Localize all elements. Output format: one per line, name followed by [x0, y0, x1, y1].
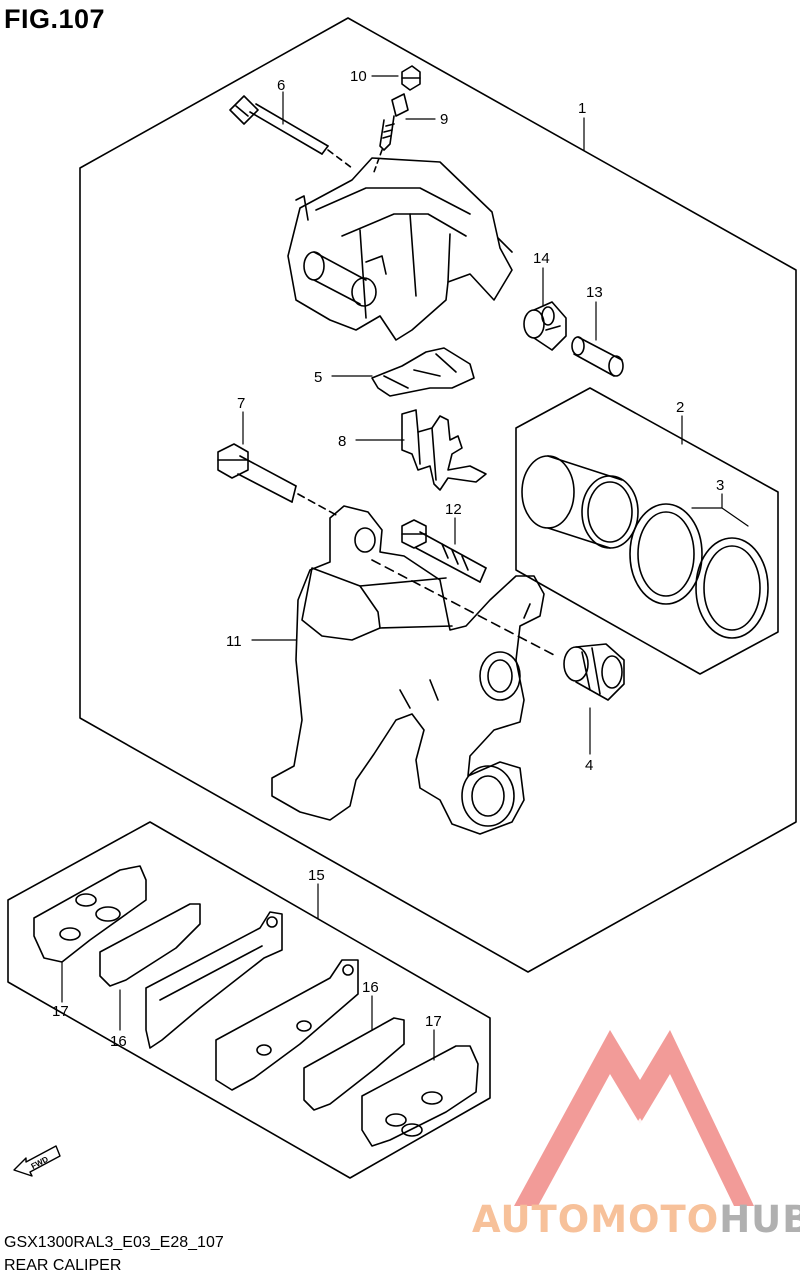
- piston-group-frame: [515, 387, 779, 675]
- callout-17-right: 17: [425, 1013, 442, 1030]
- callout-6: 6: [277, 77, 285, 94]
- callout-1: 1: [578, 100, 586, 117]
- watermark-part2: HUB: [719, 1198, 800, 1241]
- fwd-arrow-icon: FWD: [13, 1145, 61, 1177]
- leader-lines: [61, 75, 749, 1061]
- shim-inner-right: [303, 1017, 405, 1111]
- shim-inner-left: [99, 903, 201, 987]
- callout-8: 8: [338, 433, 346, 450]
- figure-title: FIG.107: [4, 4, 106, 34]
- watermark-text: AUTOMOTOHUB: [472, 1198, 800, 1241]
- pin-boot-upper: [523, 301, 567, 351]
- callout-16-right: 16: [362, 979, 379, 996]
- caliper-body: [287, 157, 513, 341]
- pad-retainer: [401, 409, 487, 491]
- pad-left: [145, 911, 283, 1049]
- pin-bolt: [229, 95, 353, 169]
- callout-10: 10: [350, 68, 367, 85]
- callout-9: 9: [440, 111, 448, 128]
- callout-4: 4: [585, 757, 593, 774]
- pad-right: [215, 959, 359, 1091]
- callout-2: 2: [676, 399, 684, 416]
- bracket-bolt: [401, 519, 487, 583]
- callout-17-left: 17: [52, 1003, 69, 1020]
- watermark-part1: AUTOMOTO: [472, 1198, 720, 1241]
- shim-outer-right: [361, 1045, 479, 1147]
- assembly-frame: [79, 17, 797, 973]
- piston: [521, 455, 639, 549]
- mounting-bolt: [217, 443, 339, 517]
- callout-11: 11: [226, 633, 242, 650]
- sleeve: [571, 336, 624, 377]
- bleeder-cap: [401, 65, 421, 91]
- callout-16-left: 16: [110, 1033, 127, 1050]
- section-name: REAR CALIPER: [4, 1257, 122, 1274]
- model-code: GSX1300RAL3_E03_E28_107: [4, 1234, 224, 1251]
- pad-group-frame: [7, 821, 491, 1179]
- caliper-bracket: [271, 505, 557, 835]
- callout-5: 5: [314, 369, 322, 386]
- pad-spring: [371, 347, 475, 397]
- shim-outer-left: [33, 865, 147, 963]
- callout-14: 14: [533, 250, 550, 267]
- pin-boot-lower: [563, 643, 625, 701]
- callout-15: 15: [308, 867, 325, 884]
- bleeder-valve: [373, 93, 409, 173]
- watermark-logo-icon: [514, 1030, 754, 1206]
- callout-7: 7: [237, 395, 245, 412]
- callout-13: 13: [586, 284, 603, 301]
- callout-3: 3: [716, 477, 724, 494]
- callout-12: 12: [445, 501, 462, 518]
- piston-seals: [629, 503, 769, 639]
